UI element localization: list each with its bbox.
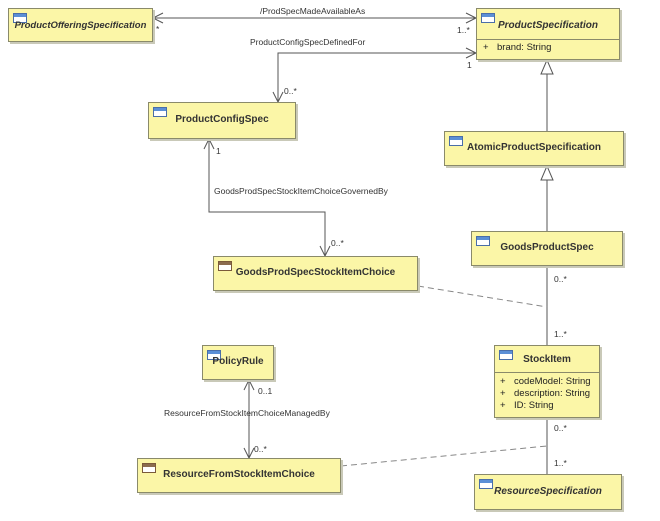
multiplicity-label: 1..*: [554, 329, 567, 339]
multiplicity-label: 0..*: [331, 238, 344, 248]
attribute-visibility: +: [500, 388, 506, 399]
arrowhead-left: [151, 12, 164, 24]
class-divider: [495, 372, 599, 373]
class-product-specification[interactable]: ProductSpecification + brand: String: [476, 8, 620, 60]
multiplicity-label: 1: [216, 146, 221, 156]
multiplicity-label: 0..*: [554, 274, 567, 284]
class-stock-item[interactable]: StockItem + codeModel: String + descriptio…: [494, 345, 600, 418]
multiplicity-label: 1: [467, 60, 472, 70]
class-divider: [477, 39, 619, 40]
class-product-offering-specification[interactable]: ProductOfferingSpecification: [8, 8, 153, 42]
assoc-class-link-resource-choice: [340, 445, 548, 467]
assoc-label-resource-from-stock-item-choice-managed-by: ResourceFromStockItemChoiceManagedBy: [164, 408, 330, 418]
class-goods-prod-spec-stock-item-choice[interactable]: GoodsProdSpecStockItemChoice: [213, 256, 418, 291]
association-class-icon: [142, 463, 156, 473]
class-resource-specification[interactable]: ResourceSpecification: [474, 474, 622, 510]
generalization-triangle-1: [540, 58, 554, 75]
assoc-class-link-goods-choice: [417, 285, 548, 308]
class-icon: [153, 107, 167, 117]
multiplicity-label: 0..1: [258, 386, 273, 396]
assoc-goods-prod-spec-stock-item-choice-governed-by: [208, 139, 326, 256]
class-name: AtomicProductSpecification: [467, 142, 601, 153]
class-attribute: + ID: String: [500, 400, 554, 411]
class-icon: [479, 479, 493, 489]
class-icon: [13, 13, 27, 23]
class-name: GoodsProdSpecStockItemChoice: [235, 267, 396, 278]
class-attribute: + description: String: [500, 388, 590, 399]
generalization-triangle-2: [540, 164, 554, 181]
class-resource-from-stock-item-choice[interactable]: ResourceFromStockItemChoice: [137, 458, 341, 493]
class-name: ResourceSpecification: [494, 486, 602, 497]
attribute-visibility: +: [483, 42, 489, 53]
assoc-label-goods-prod-spec-stock-item-choice-governed-by: GoodsProdSpecStockItemChoiceGovernedBy: [214, 186, 388, 196]
attribute-visibility: +: [500, 400, 506, 411]
multiplicity-label: *: [156, 24, 160, 34]
class-policy-rule[interactable]: PolicyRule: [202, 345, 274, 380]
class-goods-product-spec[interactable]: GoodsProductSpec: [471, 231, 623, 266]
class-name: GoodsProductSpec: [500, 242, 594, 253]
class-icon: [476, 236, 490, 246]
class-icon: [499, 350, 513, 360]
class-name: PolicyRule: [212, 356, 264, 367]
assoc-label-prod-spec-made-available-as: /ProdSpecMadeAvailableAs: [260, 6, 366, 16]
multiplicity-label: 0..*: [284, 86, 297, 96]
class-attribute: + codeModel: String: [500, 376, 591, 387]
attribute-text: ID: String: [514, 400, 554, 411]
class-name: StockItem: [523, 354, 571, 365]
assoc-label-product-config-spec-defined-for: ProductConfigSpecDefinedFor: [250, 37, 366, 47]
class-name: ProductConfigSpec: [175, 114, 269, 125]
attribute-text: description: String: [514, 388, 591, 399]
attribute-visibility: +: [500, 376, 506, 387]
multiplicity-label: 0..*: [254, 444, 267, 454]
arrowhead-up-2: [243, 378, 255, 391]
class-attribute: + brand: String: [483, 42, 551, 53]
multiplicity-label: 1..*: [554, 458, 567, 468]
class-name: ProductSpecification: [497, 20, 598, 31]
class-name: ResourceFromStockItemChoice: [163, 469, 315, 480]
class-atomic-product-specification[interactable]: AtomicProductSpecification: [444, 131, 624, 166]
assoc-product-config-spec-defined-for: [277, 52, 476, 102]
class-icon: [207, 350, 221, 360]
multiplicity-label: 1..*: [457, 25, 470, 35]
class-product-config-spec[interactable]: ProductConfigSpec: [148, 102, 296, 139]
class-icon: [481, 13, 495, 23]
class-icon: [449, 136, 463, 146]
arrowhead-up: [203, 137, 215, 150]
class-name: ProductOfferingSpecification: [14, 20, 147, 31]
attribute-text: brand: String: [497, 42, 552, 53]
multiplicity-label: 0..*: [554, 423, 567, 433]
association-class-icon: [218, 261, 232, 271]
attribute-text: codeModel: String: [514, 376, 591, 387]
